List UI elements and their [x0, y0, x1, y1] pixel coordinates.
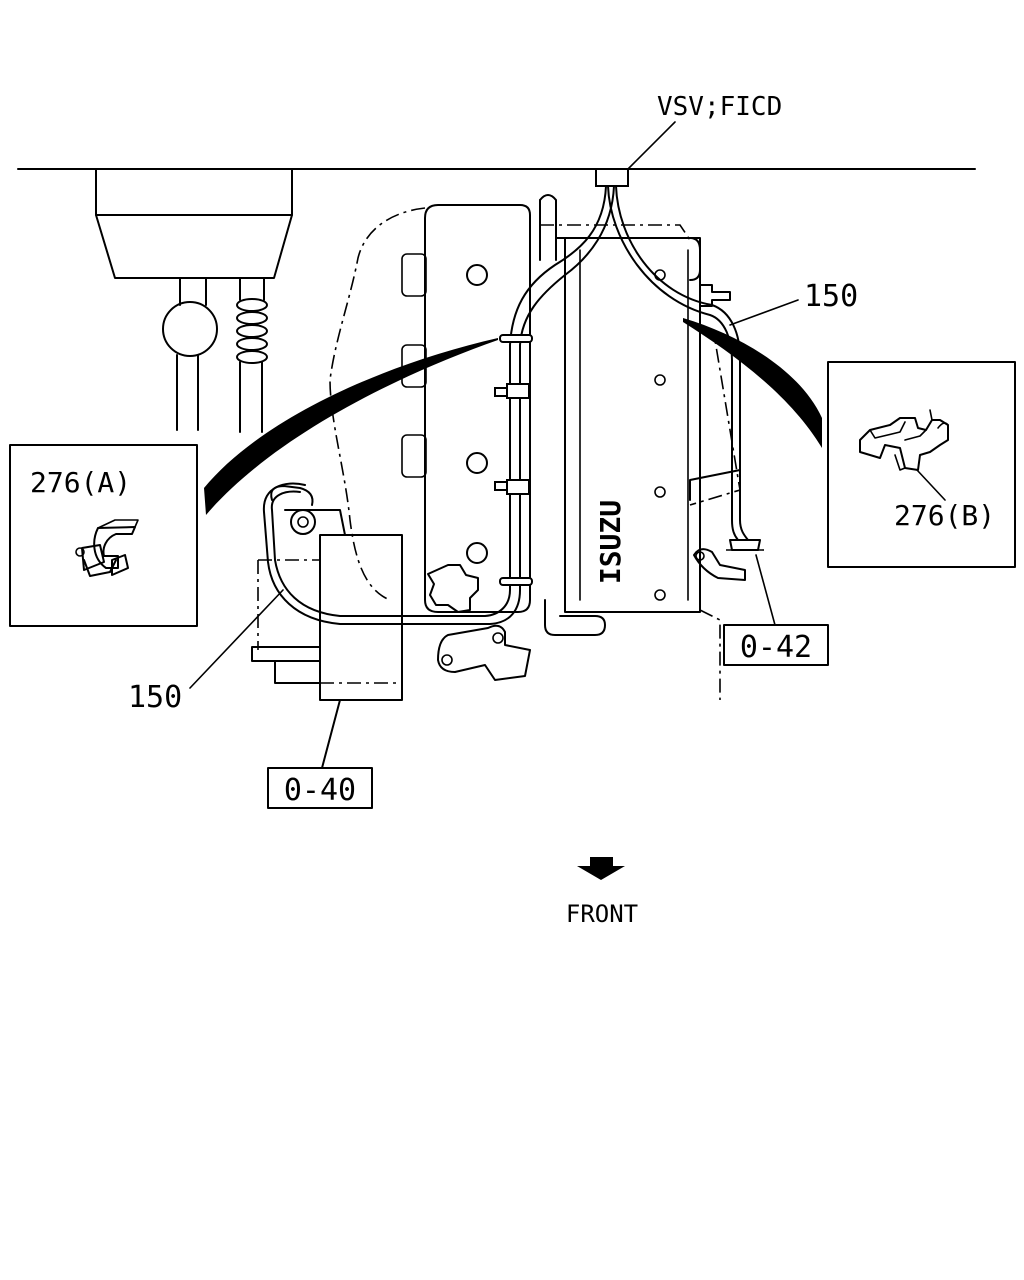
vacuum-hose-150: [262, 185, 749, 625]
detail-box-clip-b: [827, 361, 1016, 568]
hose-150-right-label: 150: [804, 279, 858, 314]
engine-block: [329, 194, 741, 700]
front-label: FRONT: [566, 900, 638, 928]
ref-box-0-42: [723, 624, 829, 666]
throttle-assembly: [251, 509, 403, 769]
hose-leader-lines: [189, 299, 799, 689]
callout-wedge-left: [204, 338, 498, 515]
canister-assembly: [95, 168, 293, 433]
clip-a-label: 276(A): [30, 466, 131, 499]
clip-b-icon: [859, 409, 949, 471]
brand-text: ISUZU: [594, 500, 627, 584]
clip-b-label: 276(B): [894, 499, 995, 532]
ref-box-0-40: [267, 767, 373, 809]
right-valve-component: [693, 539, 776, 626]
ref-0-40-label: 0-40: [284, 773, 356, 808]
ref-0-42-label: 0-42: [740, 630, 812, 665]
callout-wedge-right: [683, 318, 822, 448]
front-arrow-icon: [577, 857, 625, 880]
clip-a-icon: [75, 519, 139, 577]
hose-150-left-label: 150: [128, 680, 182, 715]
vsv-label: VSV;FICD: [657, 92, 782, 122]
detail-box-clip-a: [9, 444, 198, 627]
vsv-valve: [595, 121, 676, 187]
